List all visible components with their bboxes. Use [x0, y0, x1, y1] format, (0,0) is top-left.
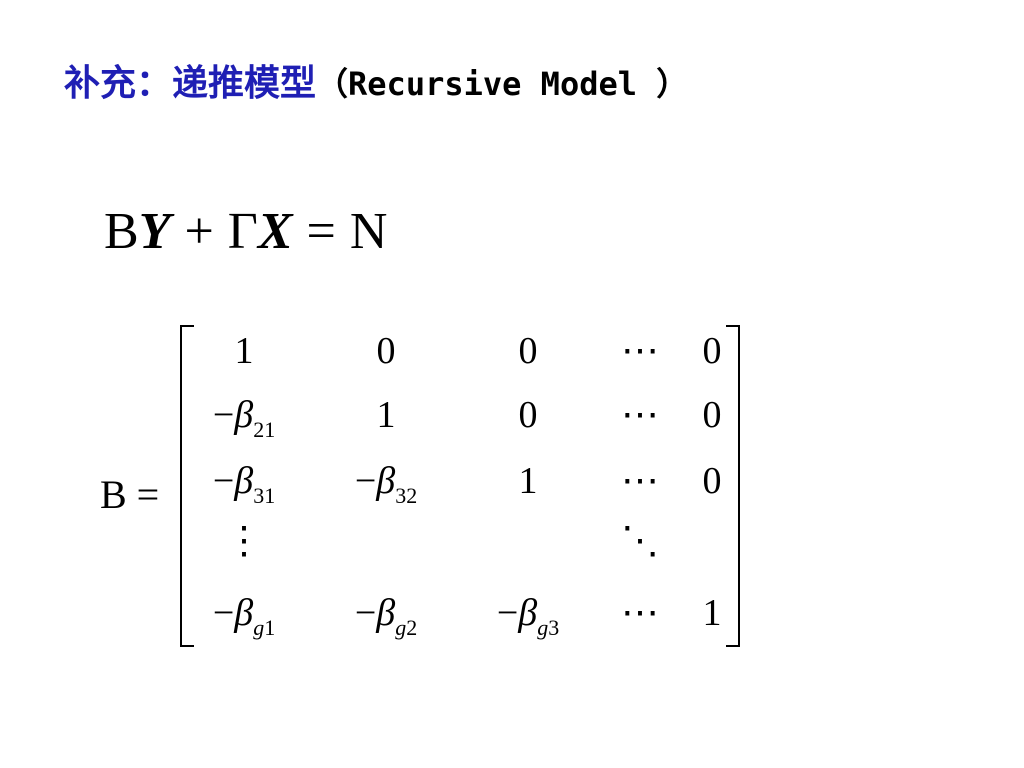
eq-b: B: [104, 203, 139, 260]
eq-equals: =: [306, 203, 336, 260]
matrix-cell-0-0: 1: [234, 330, 254, 372]
matrix-cell-0-2: 0: [518, 330, 538, 372]
beta-subscript: 31: [253, 483, 276, 508]
beta-subscript: g3: [537, 615, 559, 640]
matrix-cell-4-0: −βg1: [212, 590, 275, 639]
matrix-cell-1-1: 1: [376, 394, 396, 436]
matrix-cell-1-0: −β21: [212, 392, 275, 441]
matrix-cell-2-4: 0: [702, 460, 722, 502]
matrix-cell-2-1: −β32: [354, 458, 417, 507]
beta-subscript: g2: [395, 615, 417, 640]
matrix-left-bracket: [180, 325, 194, 647]
matrix-right-bracket: [726, 325, 740, 647]
matrix-cell-2-0: −β31: [212, 458, 275, 507]
subscript-number: 1: [264, 615, 276, 640]
minus-sign: −: [354, 592, 377, 634]
beta-symbol: β: [376, 460, 396, 502]
beta-symbol: β: [234, 460, 254, 502]
matrix-cell-4-3: ⋯: [621, 592, 659, 634]
eq-y: Y: [138, 203, 171, 260]
structural-equation: BY+ΓX=N: [104, 200, 387, 264]
eq-plus: +: [184, 203, 214, 260]
beta-symbol: β: [234, 592, 254, 634]
matrix-cell-2-2: 1: [518, 460, 538, 502]
matrix-cell-2-3: ⋯: [621, 460, 659, 502]
matrix-cell-4-2: −βg3: [496, 590, 559, 639]
matrix-cell-4-4: 1: [702, 592, 722, 634]
minus-sign: −: [212, 592, 235, 634]
matrix-cell-4-1: −βg2: [354, 590, 417, 639]
matrix-cell-3-3: ⋱: [621, 520, 659, 562]
beta-symbol: β: [234, 394, 254, 436]
subscript-number: 2: [406, 615, 418, 640]
slide-title: 补充：递推模型（Recursive Model ）: [64, 58, 688, 109]
matrix-cell-3-0: ⋮: [225, 520, 263, 562]
subscript-g: g: [537, 615, 549, 640]
beta-subscript: 32: [395, 483, 418, 508]
subscript-number: 3: [548, 615, 560, 640]
beta-symbol: β: [518, 592, 538, 634]
eq-n: N: [349, 203, 388, 260]
matrix-cell-1-4: 0: [702, 394, 722, 436]
subscript-g: g: [395, 615, 407, 640]
matrix-cell-1-2: 0: [518, 394, 538, 436]
title-english: （Recursive Model ）: [316, 65, 689, 103]
title-chinese: 补充：递推模型: [64, 63, 317, 104]
beta-subscript: g1: [253, 615, 275, 640]
beta-subscript: 21: [253, 417, 276, 442]
beta-symbol: β: [376, 592, 396, 634]
subscript-g: g: [253, 615, 265, 640]
minus-sign: −: [496, 592, 519, 634]
matrix-cell-0-4: 0: [702, 330, 722, 372]
minus-sign: −: [354, 460, 377, 502]
matrix-label: B =: [100, 472, 160, 517]
matrix-cell-0-3: ⋯: [621, 330, 659, 372]
eq-x: X: [257, 203, 293, 260]
minus-sign: −: [212, 394, 235, 436]
eq-gamma: Γ: [227, 203, 258, 260]
matrix-cell-0-1: 0: [376, 330, 396, 372]
minus-sign: −: [212, 460, 235, 502]
matrix-cell-1-3: ⋯: [621, 394, 659, 436]
